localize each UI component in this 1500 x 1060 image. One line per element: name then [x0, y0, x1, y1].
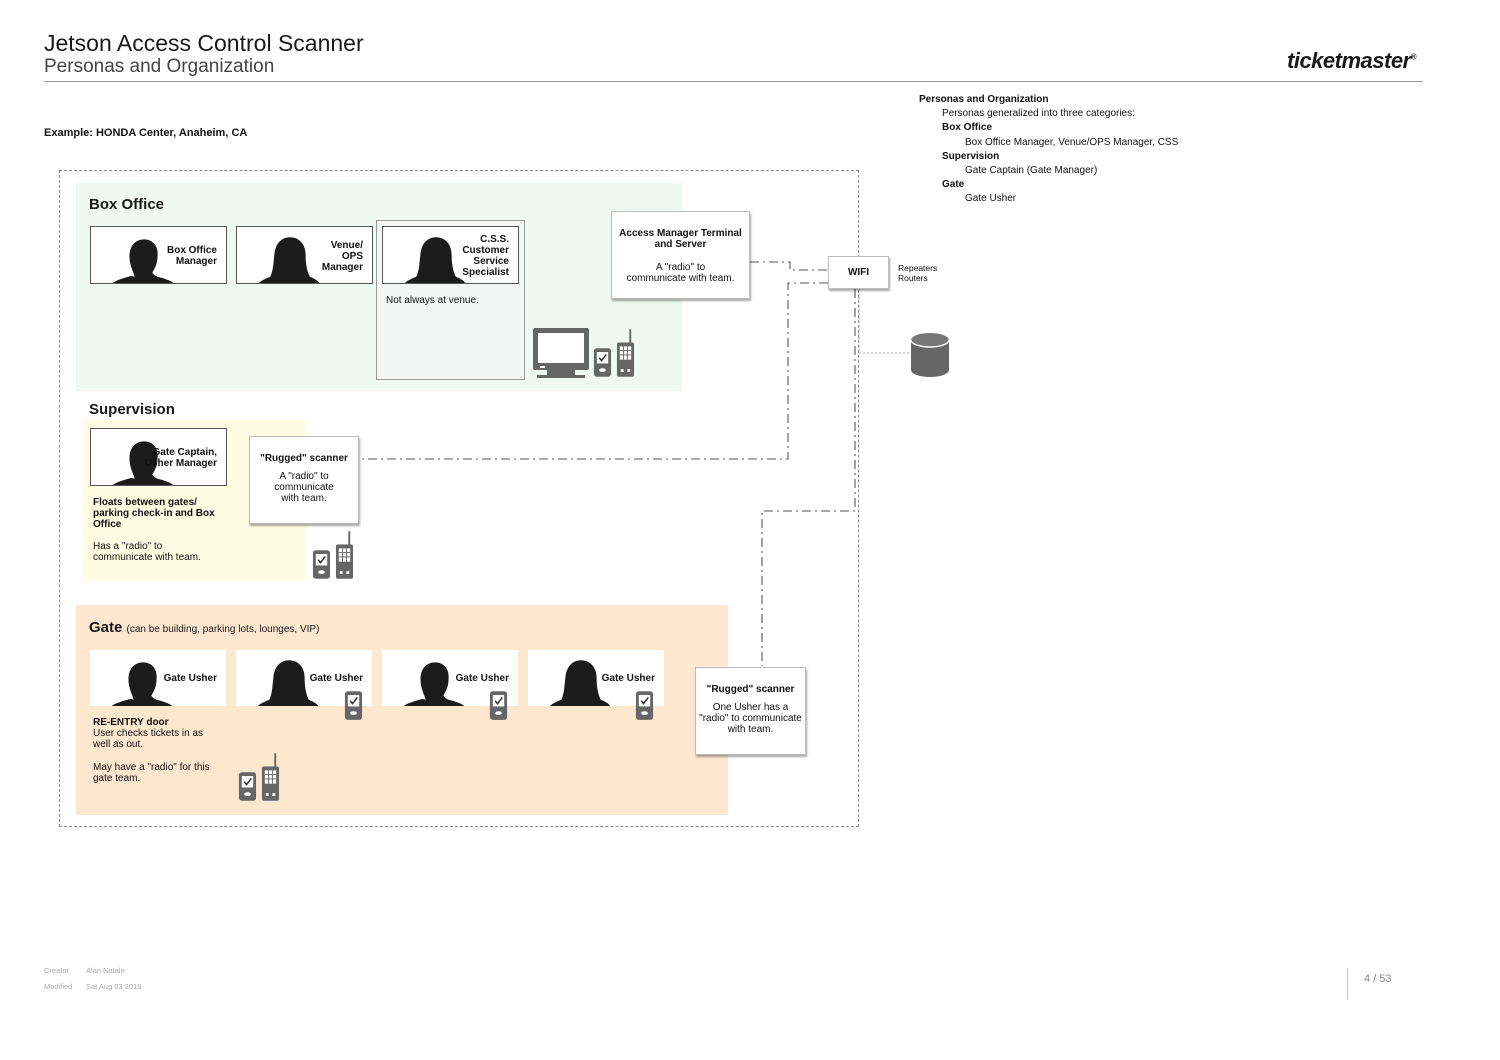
persona-gate-usher: Gate Usher — [90, 650, 226, 706]
logo-text: ticketmaster — [1287, 48, 1411, 73]
outline-heading: Personas and Organization — [919, 94, 1049, 105]
header-divider — [44, 81, 1423, 82]
wifi-to-database-line — [858, 289, 910, 354]
persona-gate-usher: Gate Usher — [236, 650, 372, 706]
scanner-body: One Usher has a "radio" to communicate w… — [699, 702, 802, 735]
outline-group-detail: Gate Usher — [965, 193, 1017, 205]
ticketmaster-logo: ticketmaster® — [1287, 48, 1417, 74]
persona-css: C.S.S. Customer Service Specialist — [382, 226, 519, 284]
persona-label: Venue/ OPS Manager — [321, 240, 363, 273]
persona-label: Gate Captain, Usher Manager — [144, 447, 217, 469]
gate-zone — [76, 605, 728, 815]
monitor-icon — [533, 328, 589, 378]
persona-label: C.S.S. Customer Service Specialist — [462, 234, 509, 278]
outline-group-detail: Box Office Manager, Venue/OPS Manager, C… — [965, 136, 1179, 148]
radio-icon — [261, 752, 280, 802]
radio-icon — [335, 530, 354, 580]
terminal-heading: Access Manager Terminal and Server — [619, 228, 742, 250]
page-title: Jetson Access Control Scanner — [44, 30, 364, 56]
gate-title: Gate (can be building, parking lots, lou… — [89, 619, 319, 636]
persona-gate-usher: Gate Usher — [528, 650, 664, 706]
persona-label: Gate Usher — [163, 673, 217, 684]
persona-gate-captain: Gate Captain, Usher Manager — [90, 428, 227, 486]
wifi-node: WIFI — [828, 256, 889, 289]
page-subtitle: Personas and Organization — [44, 56, 275, 77]
supervision-scanner-callout: "Rugged" scanner A "radio" to communicat… — [249, 436, 359, 524]
scanner-heading: "Rugged" scanner — [260, 453, 348, 464]
outline-group-name: Box Office — [942, 122, 993, 134]
outline-group-detail: Gate Captain (Gate Manager) — [965, 165, 1098, 177]
supervision-note: Has a "radio" to communicate with team. — [93, 541, 201, 564]
scanner-body: A "radio" to communicate with team. — [274, 471, 334, 504]
radio-icon — [616, 328, 635, 378]
scanner-icon — [593, 347, 612, 378]
supervision-note-bold-text: Floats between gates/ parking check-in a… — [93, 497, 215, 531]
persona-box-office-manager: Box Office Manager — [90, 226, 227, 284]
logo-registered-mark: ® — [1410, 52, 1417, 62]
box-office-title: Box Office — [89, 196, 165, 213]
terminal-to-wifi-line — [750, 261, 828, 271]
reentry-note: RE-ENTRY door User checks tickets in as … — [93, 717, 218, 751]
outline-group-name: Gate — [942, 179, 965, 191]
css-note: Not always at venue. — [386, 295, 479, 306]
page-separator — [1347, 968, 1348, 1000]
footer-modified: Sat Aug 03 2019 — [86, 982, 142, 991]
gate-scanner-callout: "Rugged" scanner One Usher has a "radio"… — [695, 667, 806, 755]
outline-notes: Personas and Organization Personas gener… — [919, 93, 1178, 207]
footer-creator: Alan Natale — [86, 966, 125, 975]
wifi-note-line: Routers — [898, 273, 928, 283]
persona-label: Gate Usher — [601, 673, 655, 684]
reentry-heading: RE-ENTRY door — [93, 717, 169, 728]
scanner-icon — [312, 549, 331, 580]
outline-group-name: Supervision — [942, 150, 1000, 162]
gate-radio-note: May have a "radio" for this gate team. — [93, 762, 210, 785]
footer-modified-label: Modified — [44, 982, 73, 991]
wifi-note: Repeaters Routers — [898, 263, 937, 283]
outline-intro: Personas generalized into three categori… — [942, 108, 1135, 120]
wifi-to-gate-scanner-line — [761, 289, 856, 666]
persona-label: Gate Usher — [455, 673, 509, 684]
scanner-icon — [238, 771, 257, 802]
reentry-body: User checks tickets in as well as out. — [93, 728, 204, 751]
terminal-body: A "radio" to communicate with team. — [626, 262, 735, 284]
persona-gate-usher: Gate Usher — [382, 650, 518, 706]
gate-title-text: Gate — [89, 619, 123, 636]
supervision-note-bold: Floats between gates/ parking check-in a… — [93, 497, 223, 531]
page-number: 4 / 53 — [1364, 973, 1392, 985]
female-person-icon — [258, 237, 320, 283]
database-icon — [910, 333, 950, 377]
example-venue: Example: HONDA Center, Anaheim, CA — [44, 127, 248, 139]
persona-label: Box Office Manager — [166, 245, 217, 267]
terminal-callout: Access Manager Terminal and Server A "ra… — [611, 211, 750, 299]
persona-venue-ops-manager: Venue/ OPS Manager — [236, 226, 373, 284]
supervision-title: Supervision — [89, 401, 175, 418]
persona-label: Gate Usher — [309, 673, 363, 684]
gate-title-note: (can be building, parking lots, lounges,… — [126, 624, 320, 635]
scanner-heading: "Rugged" scanner — [706, 684, 795, 695]
footer-creator-label: Creator — [44, 966, 70, 975]
wifi-note-line: Repeaters — [898, 263, 938, 273]
wifi-to-supervision-scanner-line — [359, 282, 828, 460]
venue-boundary — [59, 170, 859, 827]
